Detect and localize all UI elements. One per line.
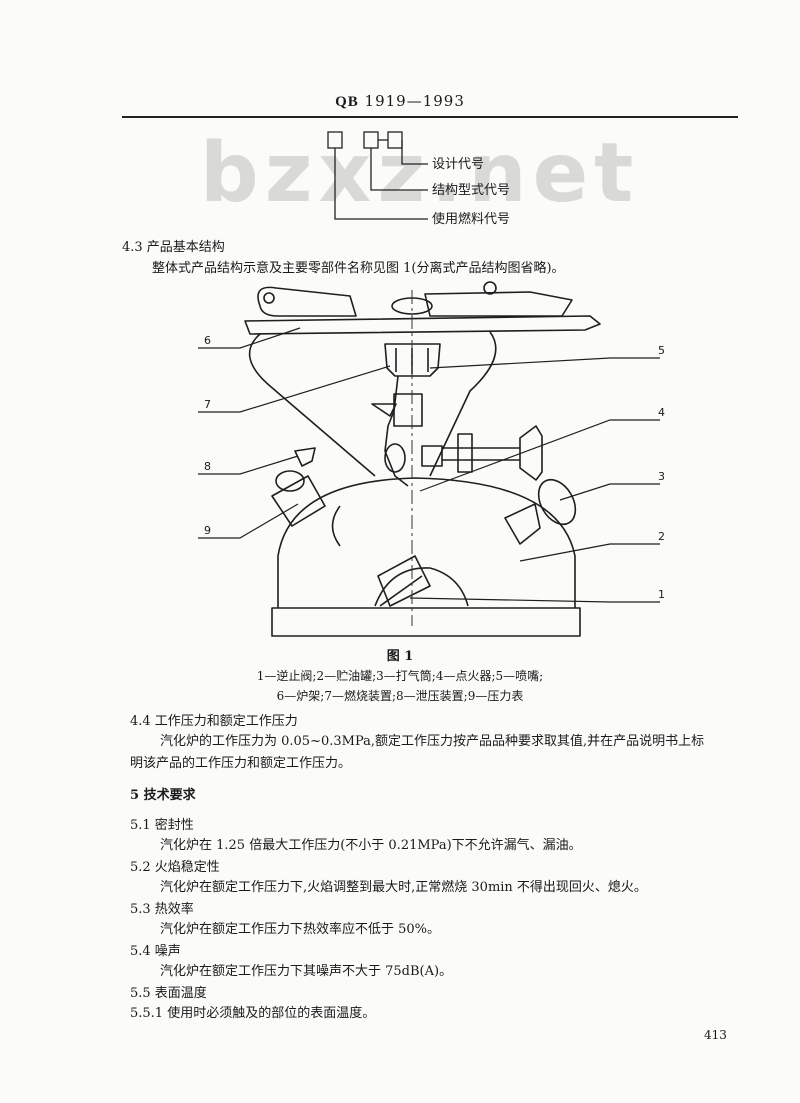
- section-4-4-heading: 4.4 工作压力和额定工作压力: [130, 714, 298, 729]
- section-5-2-heading: 5.2 火焰稳定性: [130, 860, 220, 875]
- section-5-3-body: 汽化炉在额定工作压力下热效率应不低于 50%。: [160, 922, 441, 937]
- callout-4: 4: [658, 406, 665, 419]
- burner-head: [384, 343, 441, 377]
- air-pump-bell: [537, 478, 577, 526]
- relief-valve: [294, 447, 316, 467]
- standard-code: 1919—1993: [364, 92, 465, 110]
- pump-nut: [457, 433, 473, 473]
- callout-7: 7: [204, 398, 211, 411]
- section-5-2-body: 汽化炉在额定工作压力下,火焰调整到最大时,正常燃烧 30min 不得出现回火、熄…: [160, 880, 647, 895]
- section-5-heading: 5 技术要求: [130, 788, 196, 803]
- callout-5: 5: [658, 344, 665, 357]
- structure-code-box: [363, 131, 379, 149]
- figure-caption: 图 1: [386, 649, 414, 664]
- callout-9-leader: [198, 503, 299, 539]
- check-valve: [377, 555, 431, 607]
- stove-leg-left: [248, 333, 376, 477]
- left-handle: [257, 286, 357, 317]
- design-code-label: 设计代号: [432, 157, 484, 172]
- fuel-code-leader: [334, 148, 428, 220]
- section-5-4-heading: 5.4 噪声: [130, 944, 181, 959]
- callout-8: 8: [204, 460, 211, 473]
- callout-1-leader: [409, 597, 660, 603]
- callout-7-leader: [198, 365, 391, 413]
- callout-8-leader: [198, 455, 299, 475]
- page-header: QB 1919—1993: [0, 92, 800, 111]
- figure-legend-line-2: 6—炉架;7—燃烧装置;8—泄压装置;9—压力表: [276, 689, 524, 703]
- header-rule: [122, 116, 738, 118]
- section-4-4-body-line-1: 汽化炉的工作压力为 0.05~0.3MPa,额定工作压力按产品品种要求取其值,并…: [160, 734, 705, 749]
- design-code-box: [387, 131, 403, 149]
- callout-6-leader: [198, 327, 301, 349]
- right-handle: [424, 291, 573, 317]
- structure-code-label: 结构型式代号: [432, 183, 510, 198]
- watermark: bzxz.net: [200, 126, 640, 221]
- section-5-1-heading: 5.1 密封性: [130, 818, 194, 833]
- control-valve: [393, 393, 423, 427]
- section-5-4-body: 汽化炉在额定工作压力下其噪声不大于 75dB(A)。: [160, 964, 453, 979]
- burner-plate: [244, 315, 601, 335]
- fuel-code-label: 使用燃料代号: [432, 211, 510, 227]
- callout-6: 6: [204, 334, 211, 347]
- stove-leg-right: [429, 331, 497, 477]
- callout-4-leader: [419, 419, 660, 492]
- section-4-4-body-line-2: 明该产品的工作压力和额定工作压力。: [130, 756, 352, 771]
- air-pump-assembly: [504, 503, 541, 545]
- pump-knob: [519, 425, 543, 481]
- page-number: 413: [704, 1028, 727, 1042]
- standard-prefix: QB: [335, 94, 359, 110]
- callout-3-leader: [559, 483, 660, 501]
- section-5-3-heading: 5.3 热效率: [130, 902, 194, 917]
- structure-code-leader: [370, 148, 428, 191]
- callout-9: 9: [204, 524, 211, 537]
- tank-base: [271, 607, 581, 637]
- code-structure-diagram: 设计代号 结构型式代号 使用燃料代号: [327, 131, 510, 227]
- stove-structure-figure: 1 2 3 4 5 6 7 8 9: [198, 281, 665, 637]
- section-5-5-1-heading: 5.5.1 使用时必须触及的部位的表面温度。: [130, 1006, 376, 1021]
- callout-1: 1: [658, 588, 665, 601]
- pressure-gauge: [271, 475, 326, 527]
- callout-2: 2: [658, 530, 665, 543]
- callout-5-leader: [429, 357, 660, 369]
- callout-3: 3: [658, 470, 665, 483]
- design-code-leader: [401, 140, 428, 165]
- section-5-1-body: 汽化炉在 1.25 倍最大工作压力(不小于 0.21MPa)下不允许漏气、漏油。: [160, 838, 582, 853]
- figure-legend-line-1: 1—逆止阀;2—贮油罐;3—打气筒;4—点火器;5—喷嘴;: [256, 669, 544, 683]
- section-4-3-heading: 4.3 产品基本结构: [122, 240, 225, 255]
- section-4-3-body: 整体式产品结构示意及主要零部件名称见图 1(分离式产品结构图省略)。: [152, 261, 565, 276]
- fuel-tank: [277, 477, 576, 608]
- callout-2-leader: [519, 543, 660, 562]
- fuel-code-box: [327, 131, 343, 149]
- section-5-5-heading: 5.5 表面温度: [130, 986, 207, 1001]
